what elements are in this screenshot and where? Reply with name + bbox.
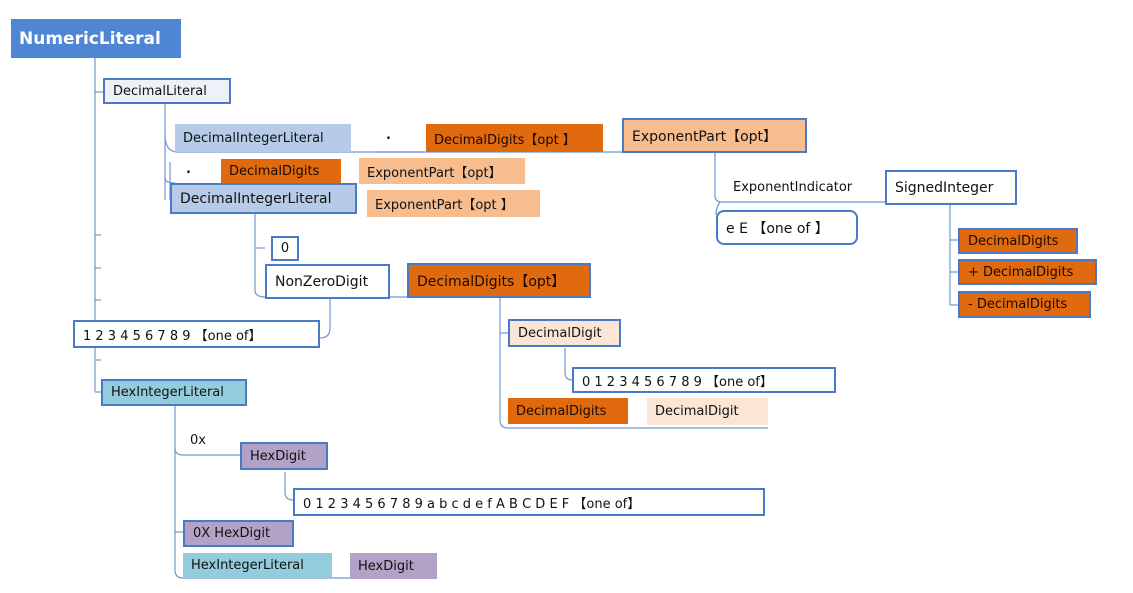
node-decimal-digit-2: DecimalDigit [647,398,768,425]
node-signed-decimal-digits: DecimalDigits [958,228,1078,254]
node-decimal-integer-literal-2: DecimalIntegerLiteral [170,183,357,214]
node-hex-digit-1: HexDigit [240,442,328,470]
node-exponent-part-opt-2: ExponentPart【opt】 [359,158,525,184]
node-decimal-digit-1: DecimalDigit [508,319,621,347]
node-zero: 0 [271,236,299,261]
node-decimal-digits-2: DecimalDigits [508,398,628,424]
node-hex-digit-2: HexDigit [350,553,437,579]
node-decimal-literal: DecimalLiteral [103,78,231,104]
node-nonzero-one-of: 1 2 3 4 5 6 7 8 9 【one of】 [73,320,320,348]
node-exponent-part-opt-3: ExponentPart【opt 】 [367,190,540,217]
node-hex-integer-literal-2: HexIntegerLiteral [183,553,332,578]
node-dot-1: . [386,128,391,143]
node-decimal-integer-literal-1: DecimalIntegerLiteral [175,124,351,152]
node-hex-upper-prefix: 0X HexDigit [183,520,294,547]
node-exponent-part-opt-1: ExponentPart【opt】 [622,118,807,153]
node-hex-integer-literal-1: HexIntegerLiteral [101,379,247,406]
node-signed-integer: SignedInteger [885,170,1017,205]
node-dot-2: . [186,162,191,177]
node-numeric-literal: NumericLiteral [11,19,181,58]
node-hex-one-of: 0 1 2 3 4 5 6 7 8 9 a b c d e f A B C D … [293,488,765,516]
node-decimal-digits-opt-1: DecimalDigits【opt 】 [426,124,603,152]
node-minus-decimal-digits: - DecimalDigits [958,291,1091,318]
node-e-one-of: e E 【one of 】 [716,210,858,245]
node-exponent-indicator: ExponentIndicator [733,180,853,195]
node-digit-one-of: 0 1 2 3 4 5 6 7 8 9 【one of】 [572,367,836,393]
node-decimal-digits-1: DecimalDigits [221,159,341,184]
node-non-zero-digit: NonZeroDigit [265,264,390,299]
node-hex-prefix-lower: 0x [190,433,206,448]
node-decimal-digits-opt-2: DecimalDigits【opt】 [407,263,591,298]
node-plus-decimal-digits: + DecimalDigits [958,259,1097,285]
